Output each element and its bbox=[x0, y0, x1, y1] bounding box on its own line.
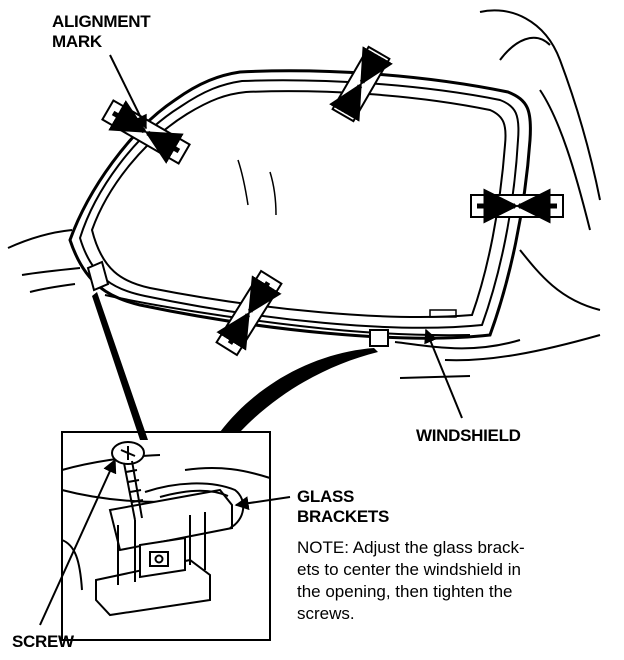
inset-detail bbox=[61, 431, 271, 641]
glass-brackets-label-line2: BRACKETS bbox=[297, 507, 390, 526]
glass-brackets-label: GLASS BRACKETS bbox=[297, 487, 389, 527]
zoom-wedge-left bbox=[92, 292, 148, 440]
windshield-frame bbox=[68, 69, 532, 340]
alignment-mark-label-line1: ALIGNMENT bbox=[52, 12, 151, 31]
alignment-mark-label: ALIGNMENT MARK bbox=[52, 12, 151, 52]
alignment-mark-label-line2: MARK bbox=[52, 32, 102, 51]
screw-leader bbox=[39, 458, 117, 626]
bracket-right bbox=[369, 329, 389, 347]
alignment-mark-top bbox=[329, 45, 393, 123]
bracket-leader bbox=[234, 496, 291, 511]
note-line3: the opening, then tighten the bbox=[297, 582, 513, 601]
glass-brackets-label-line1: GLASS bbox=[297, 487, 355, 506]
alignment-leader bbox=[109, 54, 147, 130]
bracket-left bbox=[86, 260, 110, 292]
note-line1: NOTE: Adjust the glass brack- bbox=[297, 538, 525, 557]
note-line2: ets to center the windshield in bbox=[297, 560, 521, 579]
windshield-label: WINDSHIELD bbox=[416, 426, 521, 445]
adjustment-note: NOTE: Adjust the glass brack- ets to cen… bbox=[297, 537, 525, 625]
screw-label: SCREW bbox=[12, 632, 74, 651]
car-body bbox=[7, 9, 601, 379]
alignment-mark-right bbox=[470, 188, 564, 224]
windshield-leader bbox=[424, 328, 463, 419]
alignment-mark-bottom bbox=[215, 269, 283, 357]
zoom-wedge-right bbox=[220, 348, 378, 432]
note-line4: screws. bbox=[297, 604, 355, 623]
